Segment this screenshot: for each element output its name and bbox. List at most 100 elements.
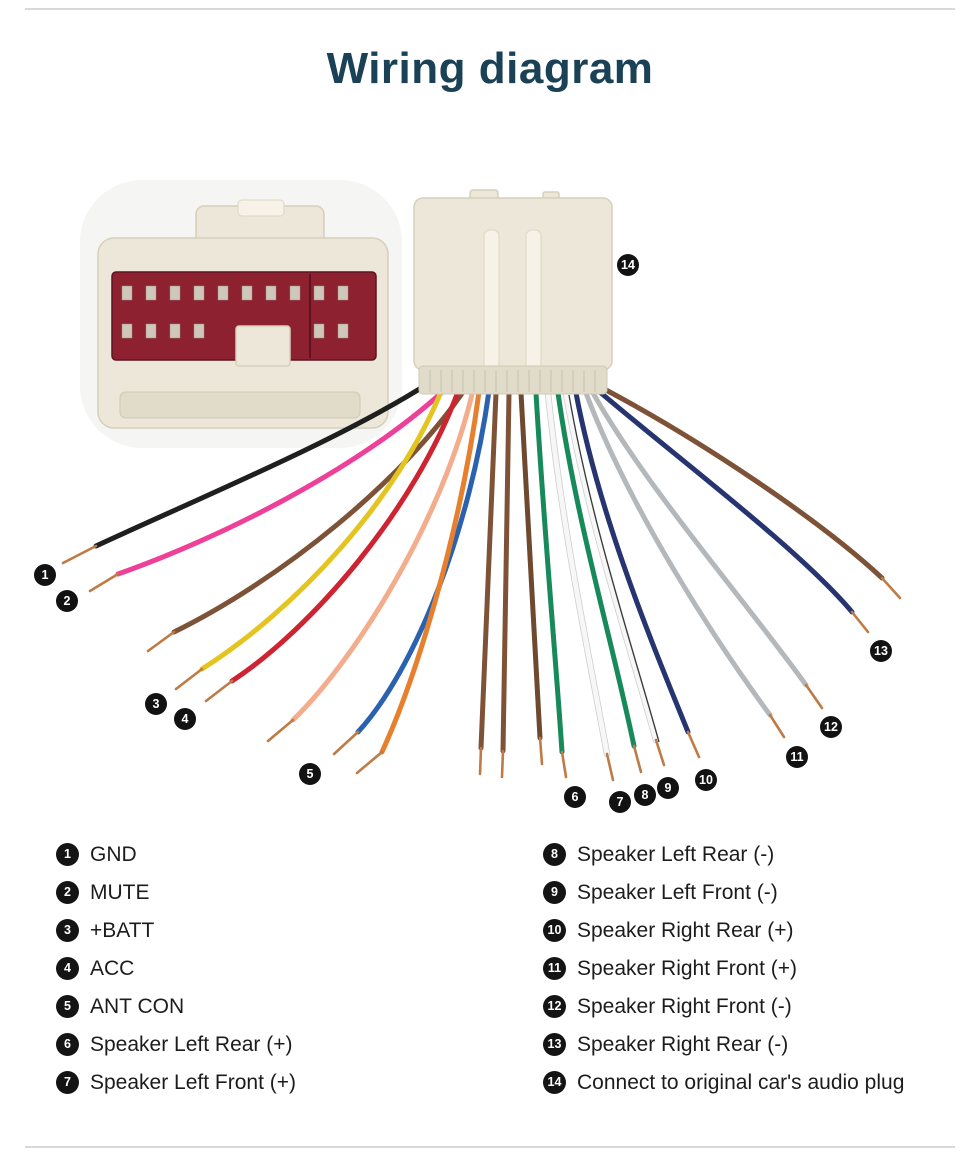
legend-label: Speaker Right Rear (-) (577, 1032, 789, 1056)
copper-tip (332, 730, 360, 756)
copper-tip (61, 544, 98, 565)
callout-8: 8 (634, 784, 656, 806)
legend-item-speaker-right-rear-minus: 13 Speaker Right Rear (-) (543, 1033, 904, 1056)
legend-label: ANT CON (90, 994, 185, 1018)
legend-item-speaker-right-front-minus: 12 Speaker Right Front (-) (543, 995, 904, 1018)
legend-right-column: 8 Speaker Left Rear (-) 9 Speaker Left F… (543, 843, 904, 1094)
legend-num-badge: 9 (543, 881, 566, 904)
inset-connector-key (235, 325, 291, 367)
callout-7: 7 (609, 791, 631, 813)
connector-slot-left (483, 229, 500, 371)
copper-tip (804, 683, 824, 710)
callout-10: 10 (695, 769, 717, 791)
main-connector (413, 189, 613, 395)
legend-num-badge: 1 (56, 843, 79, 866)
copper-tip (768, 713, 786, 739)
legend-item-gnd: 1 GND (56, 843, 296, 866)
legend-num-badge: 2 (56, 881, 79, 904)
legend-num-badge: 5 (56, 995, 79, 1018)
callout-4: 4 (174, 708, 196, 730)
legend-item-connect-original-plug: 14 Connect to original car's audio plug (543, 1071, 904, 1094)
wire-navy-1 (573, 390, 691, 735)
copper-tip (632, 744, 643, 774)
legend-label: ACC (90, 956, 135, 980)
wire-brown-1 (171, 383, 470, 635)
wiring-illustration (61, 180, 902, 782)
copper-tip (174, 667, 204, 691)
callout-5: 5 (299, 763, 321, 785)
legend-label: GND (90, 842, 137, 866)
wire-navy-2 (598, 390, 855, 615)
legend-item-speaker-right-front-plus: 11 Speaker Right Front (+) (543, 957, 904, 980)
callout-9: 9 (657, 777, 679, 799)
legend-label: Speaker Left Front (-) (577, 880, 778, 904)
wire-green-2 (555, 390, 637, 749)
legend-label: MUTE (90, 880, 150, 904)
legend-num-badge: 6 (56, 1033, 79, 1056)
legend-label: Speaker Left Rear (-) (577, 842, 775, 866)
wire-brown-2 (478, 390, 499, 751)
connector-wire-boots (418, 365, 608, 395)
connector-housing (413, 197, 613, 371)
wire-white-1 (545, 390, 610, 757)
copper-tip (538, 736, 544, 766)
callout-1: 1 (34, 564, 56, 586)
legend-item-speaker-left-rear-plus: 6 Speaker Left Rear (+) (56, 1033, 296, 1056)
legend-item-ant-con: 5 ANT CON (56, 995, 296, 1018)
bottom-divider (25, 1146, 955, 1148)
legend-num-badge: 3 (56, 919, 79, 942)
callout-2: 2 (56, 590, 78, 612)
legend-label: Speaker Left Front (+) (90, 1070, 297, 1094)
legend-item-speaker-left-rear-minus: 8 Speaker Left Rear (-) (543, 843, 904, 866)
page-title: Wiring diagram (326, 44, 654, 93)
copper-tip (560, 750, 568, 779)
copper-tip (850, 610, 870, 634)
connector-inset-photo (80, 180, 402, 448)
callout-13: 13 (870, 640, 892, 662)
wire-brown-3 (500, 390, 512, 754)
legend-item-speaker-right-rear-plus: 10 Speaker Right Rear (+) (543, 919, 904, 942)
wire-orange (379, 389, 482, 755)
copper-tip (654, 738, 666, 767)
callout-12: 12 (820, 716, 842, 738)
copper-tip (204, 679, 234, 703)
wire-black (93, 380, 432, 549)
legend-label: Connect to original car's audio plug (577, 1070, 905, 1094)
legend-num-badge: 13 (543, 1033, 566, 1056)
legend-label: +BATT (90, 918, 155, 942)
wire-gray-2 (590, 390, 809, 688)
copper-tip (880, 576, 902, 600)
legend-num-badge: 14 (543, 1071, 566, 1094)
legend-label: Speaker Right Front (+) (577, 956, 798, 980)
legend-num-badge: 12 (543, 995, 566, 1018)
callout-11: 11 (786, 746, 808, 768)
wire-brown-right (603, 387, 885, 581)
wire-gray-1 (583, 390, 773, 718)
copper-tip (605, 752, 615, 782)
legend-num-badge: 7 (56, 1071, 79, 1094)
wire-red (229, 386, 462, 684)
legend-item-speaker-left-front-plus: 7 Speaker Left Front (+) (56, 1071, 296, 1094)
wire-brown-4 (518, 390, 543, 741)
wire-black-stripe (568, 394, 660, 743)
legend-num-badge: 10 (543, 919, 566, 942)
diagram-area: 1 2 3 4 5 6 7 8 9 10 11 12 13 14 (0, 140, 980, 840)
wire-yellow (199, 384, 446, 672)
wire-white-2 (563, 390, 659, 743)
legend-item-speaker-left-front-minus: 9 Speaker Left Front (-) (543, 881, 904, 904)
wire-harness (61, 380, 902, 782)
copper-tip (500, 749, 505, 779)
copper-tip (266, 718, 295, 743)
copper-tip (88, 572, 120, 593)
callout-3: 3 (145, 693, 167, 715)
legend-label: Speaker Right Front (-) (577, 994, 792, 1018)
copper-tip (146, 630, 176, 653)
legend-left-column: 1 GND 2 MUTE 3 +BATT 4 ACC 5 ANT CON 6 S… (56, 843, 296, 1094)
callout-6: 6 (564, 786, 586, 808)
top-divider (25, 8, 955, 10)
connector-slot-right (525, 229, 542, 371)
wire-pink (115, 381, 454, 577)
wire-salmon (290, 387, 476, 723)
inset-connector-latch (237, 199, 285, 217)
